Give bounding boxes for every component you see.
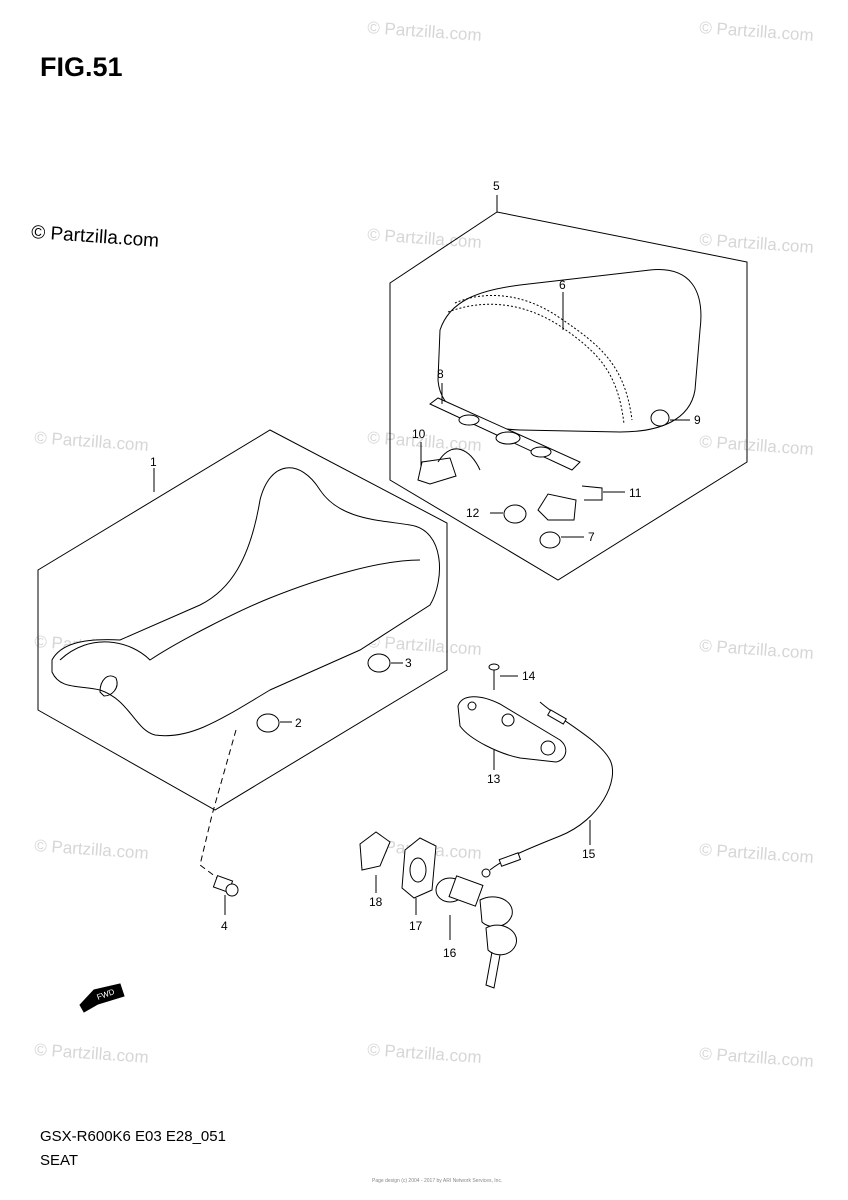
fine-print: Page design (c) 2004 - 2017 by ARI Netwo… [372,1178,503,1184]
callout-8: 8 [437,367,444,381]
front-seat-box [37,429,448,811]
front-seat[interactable] [51,467,440,737]
callout-5: 5 [493,179,500,193]
callout-1: 1 [150,455,157,469]
seat-lock-cable[interactable] [481,701,614,878]
seat-bolt[interactable] [212,874,239,915]
callout-7: 7 [588,530,595,544]
model-code: GSX-R600K6 E03 E28_051 [40,1128,226,1145]
rubber-cushion-9[interactable] [650,409,690,427]
callout-9: 9 [694,413,701,427]
rubber-cushion-7[interactable] [539,531,584,549]
callout-16: 16 [443,946,457,960]
seat-lock-set[interactable] [435,875,517,989]
seat-hook[interactable] [417,442,481,485]
callout-12: 12 [466,506,480,520]
callout-6: 6 [559,278,566,292]
callout-2: 2 [295,716,302,730]
callout-17: 17 [409,919,423,933]
lock-plate[interactable] [401,837,437,915]
section-name: SEAT [40,1152,79,1169]
seat-bracket-plate[interactable] [429,383,581,471]
grommet-12[interactable] [490,504,527,524]
seat-cushion-rubber-3[interactable] [367,653,403,673]
callout-11: 11 [629,486,642,500]
screw[interactable] [488,663,518,690]
callout-10: 10 [412,427,426,441]
callout-4: 4 [221,919,228,933]
figure-title: FIG.51 [40,52,123,82]
callout-3: 3 [405,656,412,670]
clip[interactable] [359,831,391,893]
seat-hook-right[interactable] [537,485,625,521]
seat-cushion-rubber-2[interactable] [256,713,292,733]
callout-18: 18 [369,895,383,909]
callout-13: 13 [487,772,501,786]
callout-15: 15 [582,847,596,861]
forward-arrow-icon: FWD [79,983,125,1013]
rear-seat-cushion[interactable] [437,269,702,433]
seat-lock-bracket[interactable] [457,696,567,770]
callout-14: 14 [522,669,536,683]
